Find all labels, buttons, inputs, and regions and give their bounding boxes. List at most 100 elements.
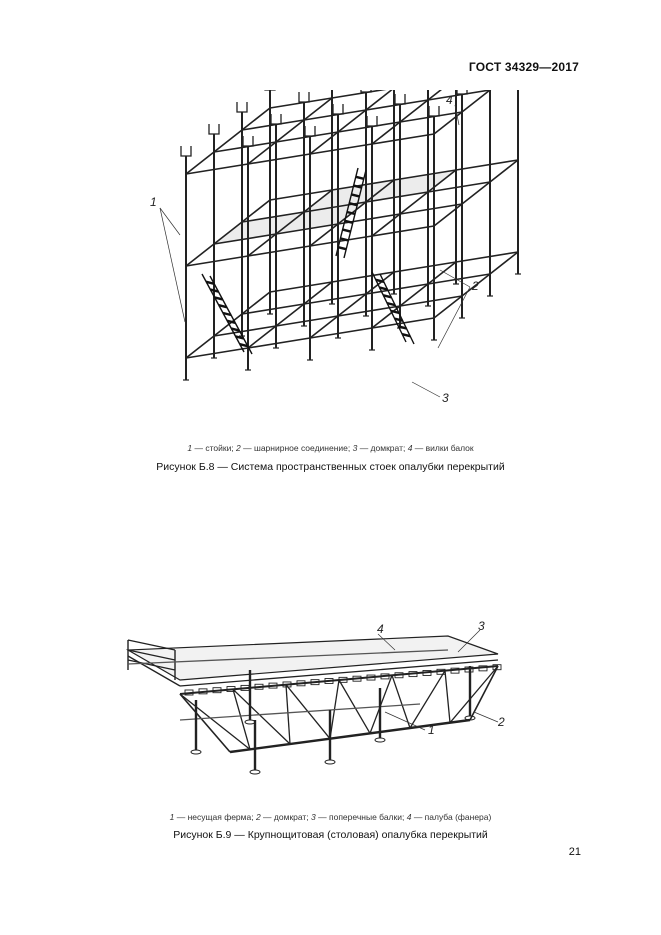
ledger — [309, 327, 373, 339]
ledger — [241, 119, 305, 131]
beam-fork — [208, 124, 220, 135]
legend-text: — несущая ферма; — [174, 812, 256, 822]
callout-3: 3 — [478, 620, 485, 633]
stair-tread — [218, 304, 228, 309]
ledger — [427, 273, 491, 285]
ledger — [309, 235, 373, 247]
legend-text: — палуба (фанера) — [411, 812, 492, 822]
figure-b8-caption: Рисунок Б.8 — Система пространственных с… — [156, 461, 505, 473]
legend-num: 4 — [407, 443, 413, 453]
jack-base — [374, 737, 386, 743]
stair-tread — [383, 294, 392, 299]
stair-tread — [346, 210, 356, 216]
ledger — [371, 305, 401, 329]
ledger — [213, 325, 277, 337]
beam-fork — [366, 116, 378, 127]
ledger — [365, 99, 429, 111]
ledger — [241, 199, 271, 223]
stair-tread — [342, 228, 351, 233]
stair-stringer — [379, 273, 415, 345]
truss-end-post — [179, 693, 231, 753]
ledger — [371, 213, 401, 237]
guard-rail — [127, 639, 176, 680]
ledger — [247, 337, 311, 349]
ledger — [309, 131, 339, 155]
legend-num: 2 — [255, 812, 261, 822]
callout-4: 4 — [446, 93, 453, 107]
truss-diagonal — [338, 679, 371, 734]
ledger — [399, 99, 429, 123]
stair-tread — [375, 278, 385, 283]
truss-end-post — [469, 665, 499, 721]
ledger — [247, 245, 311, 257]
ledger — [303, 281, 333, 305]
ledger — [331, 179, 395, 191]
legend-text: — домкрат; — [260, 812, 312, 822]
ledger — [399, 111, 463, 123]
stair-tread — [355, 175, 365, 180]
ledger — [247, 325, 277, 349]
ledger — [399, 295, 463, 307]
ledger — [337, 121, 401, 133]
legend-num: 4 — [406, 812, 412, 822]
stair-tread — [239, 343, 249, 348]
ledger — [427, 261, 457, 285]
jack-base — [244, 719, 256, 725]
truss-diagonal — [232, 689, 251, 750]
ledger — [331, 271, 395, 283]
stair-tread — [401, 333, 411, 338]
ledger — [275, 303, 305, 327]
ledger — [365, 179, 395, 203]
legend-num: 2 — [236, 443, 241, 453]
figure-b8-legend: 1 — стойки; 2 — шарнирное соединение; 3 … — [0, 443, 661, 453]
truss-diagonal — [179, 693, 251, 750]
stair-tread — [226, 319, 236, 324]
beam-fork — [236, 102, 248, 113]
callout-2: 2 — [471, 279, 479, 293]
stair-tread — [214, 296, 223, 301]
stair-tread — [351, 193, 360, 198]
beam-fork — [270, 114, 282, 125]
beam-fork — [242, 136, 254, 147]
ledger — [427, 90, 491, 101]
legend-text: — стойки; — [192, 443, 237, 453]
stair-tread — [390, 309, 400, 315]
ledger — [393, 261, 457, 273]
ledger — [489, 251, 519, 275]
beam-fork — [298, 92, 310, 103]
ledger — [213, 129, 243, 153]
ledger — [427, 169, 457, 193]
figure-b9-table-formwork-drawing: 4 3 1 2 — [0, 620, 661, 795]
ledger — [247, 141, 277, 165]
ledger — [371, 133, 435, 145]
figure-b9-caption: Рисунок Б.9 — Крупнощитовая (столовая) о… — [173, 829, 488, 841]
ledger — [427, 181, 491, 193]
stair-tread — [210, 288, 219, 293]
stair-upper — [335, 167, 367, 259]
beam-fork — [456, 90, 468, 95]
ledger — [241, 303, 305, 315]
table-leader-lines — [377, 629, 499, 731]
ledger — [371, 121, 401, 145]
scaffold-leader-lines — [159, 104, 471, 398]
truss-diagonal — [409, 670, 446, 729]
legend-text: — домкрат; — [357, 443, 408, 453]
beam-fork — [180, 146, 192, 157]
ledger — [461, 90, 491, 113]
jack-base — [324, 759, 336, 765]
ledger — [185, 347, 249, 359]
deck-edge — [179, 659, 499, 687]
stair-lower-right — [371, 271, 415, 345]
ledger — [275, 211, 305, 235]
ledger — [275, 315, 339, 327]
ledger — [433, 295, 463, 319]
ledger — [241, 107, 271, 131]
beam-fork — [360, 90, 372, 93]
stair-tread — [386, 301, 396, 307]
ledger — [185, 163, 249, 175]
stair-tread — [353, 184, 362, 189]
ledger — [399, 203, 463, 215]
ledger — [309, 315, 339, 339]
ledger — [455, 159, 519, 171]
ledger — [247, 153, 311, 165]
